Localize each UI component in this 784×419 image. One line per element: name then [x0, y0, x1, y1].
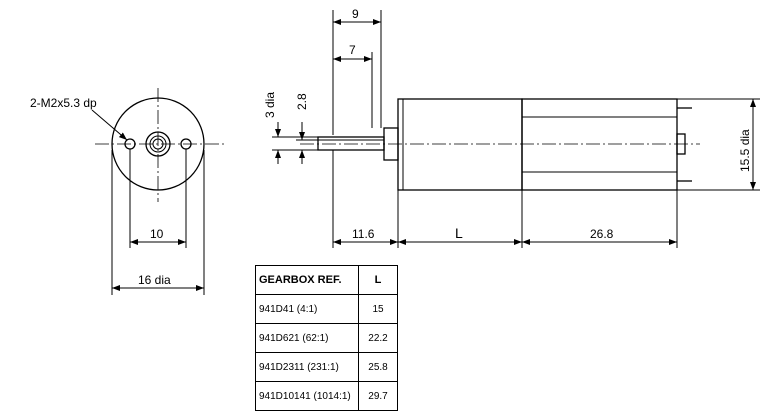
table-header-l: L — [358, 265, 398, 295]
dim3dia-label: 3 dia — [263, 92, 277, 118]
table-cell-ref: 941D621 (62:1) — [255, 323, 359, 353]
front-view: 2-M2x5.3 dp 10 16 dia — [30, 88, 224, 295]
dimL-label: L — [455, 225, 463, 241]
table-header-row: GEARBOX REF. L — [255, 265, 398, 295]
table-row: 941D10141 (1014:1) 29.7 — [255, 381, 398, 411]
gearbox-body — [397, 98, 523, 191]
side-view: 9 7 3 dia 2.8 11.6 L 26.8 15.5 dia — [263, 7, 760, 248]
table-cell-ref: 941D10141 (1014:1) — [255, 381, 359, 411]
dim116-label: 11.6 — [352, 227, 375, 241]
thread-callout-label: 2-M2x5.3 dp — [30, 96, 97, 110]
table-cell-l: 22.2 — [358, 323, 398, 353]
dim155-label: 15.5 dia — [738, 129, 752, 172]
table-row: 941D2311 (231:1) 25.8 — [255, 352, 398, 382]
gearbox-table: GEARBOX REF. L 941D41 (4:1) 15 941D621 (… — [255, 265, 398, 411]
table-cell-l: 29.7 — [358, 381, 398, 411]
table-cell-l: 25.8 — [358, 352, 398, 382]
dim268-label: 26.8 — [590, 227, 614, 241]
dim9-label: 9 — [352, 7, 359, 21]
motor-body — [521, 98, 678, 191]
diameter-label: 16 dia — [138, 273, 171, 287]
table-header-ref: GEARBOX REF. — [255, 265, 359, 295]
table-cell-l: 15 — [358, 294, 398, 324]
table-cell-ref: 941D41 (4:1) — [255, 294, 359, 324]
dim7-label: 7 — [349, 43, 356, 57]
table-cell-ref: 941D2311 (231:1) — [255, 352, 359, 382]
dim28-label: 2.8 — [295, 93, 309, 110]
thread-leader — [91, 109, 128, 141]
hole-spacing-label: 10 — [150, 227, 164, 241]
table-row: 941D41 (4:1) 15 — [255, 294, 398, 324]
table-row: 941D621 (62:1) 22.2 — [255, 323, 398, 353]
output-shaft — [317, 136, 385, 151]
